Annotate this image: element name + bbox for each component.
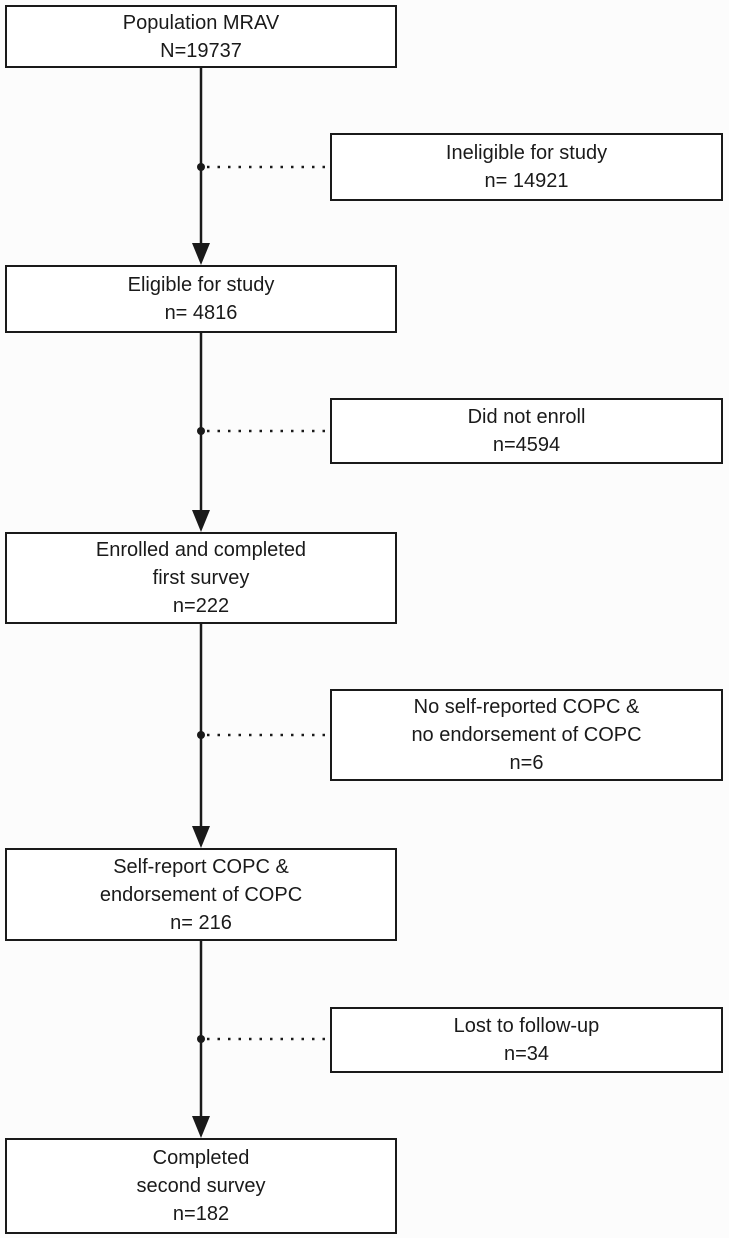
box-text-line: No self-reported COPC & [413,696,640,718]
box-text-line: Completed [152,1147,250,1169]
junction-dot-icon [197,731,205,739]
box-text-line: n= 4816 [164,302,238,324]
box-text-line: first survey [152,567,250,589]
arrow-head-icon [192,243,210,265]
flow-box-enrolled: Enrolled and completed first survey n=22… [5,532,397,624]
box-text-line: no endorsement of COPC [411,724,642,746]
box-text-line: second survey [136,1175,266,1197]
box-text-line: n=6 [509,752,544,774]
box-text-line: N=19737 [160,39,242,62]
arrow-head-icon [192,1116,210,1138]
box-text-line: Enrolled and completed [95,539,307,561]
flow-box-eligible: Eligible for study n= 4816 [5,265,397,333]
box-text-line: n=182 [172,1203,230,1225]
junction-dot-icon [197,1035,205,1043]
box-text-line: endorsement of COPC [99,883,303,906]
box-text-line: Population MRAV [122,11,280,34]
box-text-line: n= 14921 [484,170,569,192]
box-text-line: Did not enroll [467,406,586,428]
box-text-line: Self-report COPC & [113,855,289,878]
flow-box-did-not-enroll: Did not enroll n=4594 [330,398,723,464]
box-text-line: Eligible for study [127,274,275,296]
junction-dot-icon [197,427,205,435]
arrow-head-icon [192,510,210,532]
box-text-line: Lost to follow-up [453,1015,600,1037]
box-text-line: Ineligible for study [445,142,608,164]
flow-box-self-report-copc: Self-report COPC & endorsement of COPC n… [5,848,397,941]
flow-box-population: Population MRAV N=19737 [5,5,397,68]
flow-box-lost-to-follow-up: Lost to follow-up n=34 [330,1007,723,1073]
flow-box-completed-second-survey: Completed second survey n=182 [5,1138,397,1234]
box-text-line: n=4594 [492,434,561,456]
junction-dot-icon [197,163,205,171]
box-text-line: n=222 [172,595,230,617]
box-text-line: n=34 [503,1043,550,1065]
flow-box-ineligible: Ineligible for study n= 14921 [330,133,723,201]
arrow-head-icon [192,826,210,848]
box-text-line: n= 216 [170,911,232,934]
flow-box-no-copc: No self-reported COPC & no endorsement o… [330,689,723,781]
